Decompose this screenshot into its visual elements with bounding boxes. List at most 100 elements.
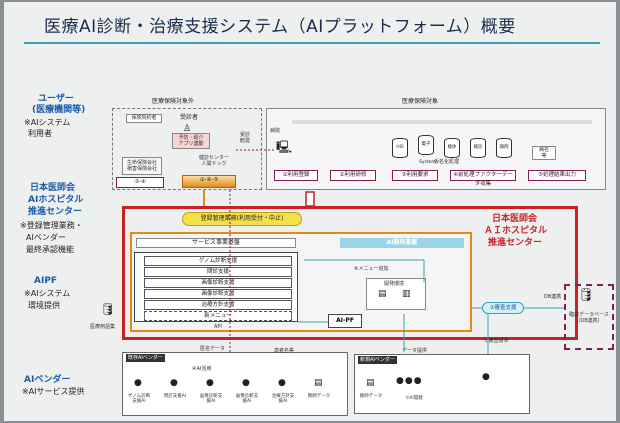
aipf-note1: ※AIシステム: [24, 289, 71, 298]
outside-box: [112, 108, 262, 190]
step-b-box: ①-④-⑤: [182, 175, 236, 188]
aipf-box: AI-PF: [328, 314, 362, 328]
vendor-image2-label: 画像診断支援AI: [235, 394, 259, 404]
inside-header: 医療保険対象: [402, 98, 439, 105]
step-register: ①利用登録: [274, 170, 318, 181]
existing-vendor-label: 既存AIベンダー: [126, 354, 165, 362]
clinical-db-frame: [564, 284, 614, 350]
vendor-teacher-label: 教師データ: [307, 394, 331, 399]
vendor-inquiry-icon: ●: [170, 378, 178, 388]
module-inquiry: 問診支援: [144, 267, 292, 277]
user-sub: (医療機関等): [32, 105, 86, 115]
vendor-treatment-icon: ●: [278, 378, 286, 388]
clinical-db-icon: 🛢: [578, 288, 595, 303]
prevention-box: 予防・紹介 アプリ連動: [172, 133, 210, 149]
contractor-box: 保険契約者: [126, 114, 162, 123]
existing-vendor-box: [122, 352, 348, 416]
jma-note1: ※登録管理業務・: [20, 221, 83, 230]
new-teacher-label: 教師データ: [359, 394, 383, 399]
menu-add-label: ⑥メニュー追加: [354, 266, 389, 272]
examinee-icon: ♙: [183, 124, 192, 134]
new-ai-dev-label: ①AI開発: [405, 396, 423, 401]
jma-center-line1: 日本医師会: [492, 214, 538, 224]
his-db-icon: HIS: [392, 138, 408, 158]
new-devs-icon: ●●●: [396, 376, 423, 386]
medical-db-icon: 🛢: [100, 302, 116, 316]
inspection-db-icon: 検体: [444, 138, 460, 158]
new-vendor-lead-icon: ●: [482, 372, 490, 382]
jma-head2: AIホスピタル: [28, 195, 84, 205]
vendor-image1-label: 画像診断支援AI: [199, 394, 223, 404]
anon-data-label: 匿名データ: [200, 346, 226, 352]
new-vendor-box: [354, 354, 530, 414]
health-center-label: 健診センター 人間ドック: [194, 155, 234, 167]
dev-env-box: [366, 278, 426, 310]
patient-name-label2: 等: [541, 153, 547, 159]
aipf-note2: 環境提供: [28, 301, 60, 310]
user-head: ユーザー: [38, 94, 74, 104]
data-provide: データ提供: [402, 348, 428, 354]
page-title: 医療AI診断・治療支援システム（AIプラットフォーム）概要: [44, 17, 516, 37]
module-image1: 画像診断支援: [144, 278, 292, 288]
module-treatment: 治療方針支援: [144, 300, 292, 310]
jma-head3: 推進センター: [28, 207, 83, 217]
ai-dev-platform: AI開発基盤: [340, 238, 464, 248]
service-platform: サービス事業基盤: [136, 238, 296, 248]
patient-bar: [292, 120, 592, 124]
new-teacher-icon: ▤: [366, 378, 375, 388]
step-a-box: ③-④: [116, 177, 164, 188]
registration-pill: 登録管理業務(利用受付・中止): [182, 212, 302, 226]
review-support: ③審査支援: [482, 302, 524, 314]
dev-db-icon: ▤: [378, 289, 387, 299]
vendor-image2-icon: ●: [242, 378, 250, 388]
vendor-inquiry-label: 問診支援AI: [163, 394, 187, 399]
vendor-head: AIベンダー: [24, 375, 71, 385]
app-label: アプリ連動: [178, 141, 204, 147]
insurer-box: 生命保険会社 損害保険会社: [122, 157, 162, 175]
slide: 医療AI診断・治療支援システム（AIプラットフォーム）概要 ユーザー (医療機関…: [4, 2, 616, 421]
survey-db-icon: 調剤: [496, 138, 512, 158]
health-center-text: 健診センター: [198, 155, 229, 161]
vendor-note: ※AIサービス提供: [22, 387, 85, 396]
hospital-pc-icon: 🖳: [276, 140, 293, 154]
user-note2: 利用者: [28, 129, 52, 138]
patient-name-box: 病名 等: [532, 146, 556, 160]
ai-apps-label: ④AI活用: [192, 366, 212, 372]
step-training: ②利用研修: [330, 170, 376, 181]
clinical-db-label: 臨床データベース（DB連携）: [569, 312, 609, 324]
step-request: ③利用要求: [392, 170, 438, 181]
new-vendor-label: 新規AIベンダー: [358, 356, 397, 364]
aipf-head: AIPF: [34, 276, 58, 286]
insurer2-label: 損害保険会社: [126, 166, 157, 172]
review-request: ②審査請求: [484, 338, 509, 344]
insurer1-label: 生命保険会社: [126, 160, 157, 166]
vendor-image1-icon: ●: [206, 378, 214, 388]
jma-frame: [122, 206, 578, 340]
prevention-label: 予防・紹介: [178, 135, 204, 141]
patient-data-label: 患者名等: [274, 348, 295, 354]
jma-head1: 日本医師会: [30, 183, 76, 193]
step-collect: ④前処理ファクターデータ収集: [450, 170, 516, 187]
user-note1: ※AIシステム: [24, 118, 71, 127]
anon-label: 仮名化処理: [434, 159, 460, 165]
dock-text: 人間ドック: [201, 161, 227, 167]
vendor-genome-label: ゲノム診断支援AI: [127, 394, 151, 404]
consult-label: 受診勧奨: [240, 132, 251, 144]
examinee-label: 受診者: [180, 114, 199, 121]
step-output: ⑤処理結果出力: [528, 170, 586, 181]
dev-server-icon: ▥: [402, 289, 411, 299]
vendor-genome-icon: ●: [134, 378, 142, 388]
jma-note3: 最終承認機能: [26, 245, 74, 254]
api-label: API: [214, 324, 222, 330]
vertical-double-arrow: [305, 191, 315, 207]
db-link-label: DB連携: [544, 294, 562, 300]
vendor-treatment-label: 治療方針支援AI: [271, 394, 295, 404]
hospital-label: 病院: [270, 128, 281, 134]
patient-name-label: 病名: [538, 147, 549, 153]
check-db-icon: 検診: [470, 138, 486, 158]
vendor-teacher-icon: ▤: [314, 378, 323, 388]
jma-center-line2: ＡＩホスピタル: [484, 226, 548, 236]
jma-note2: AIベンダー: [26, 233, 66, 242]
title-rule: [24, 42, 600, 44]
outside-header: 医療保険対象外: [152, 98, 195, 105]
